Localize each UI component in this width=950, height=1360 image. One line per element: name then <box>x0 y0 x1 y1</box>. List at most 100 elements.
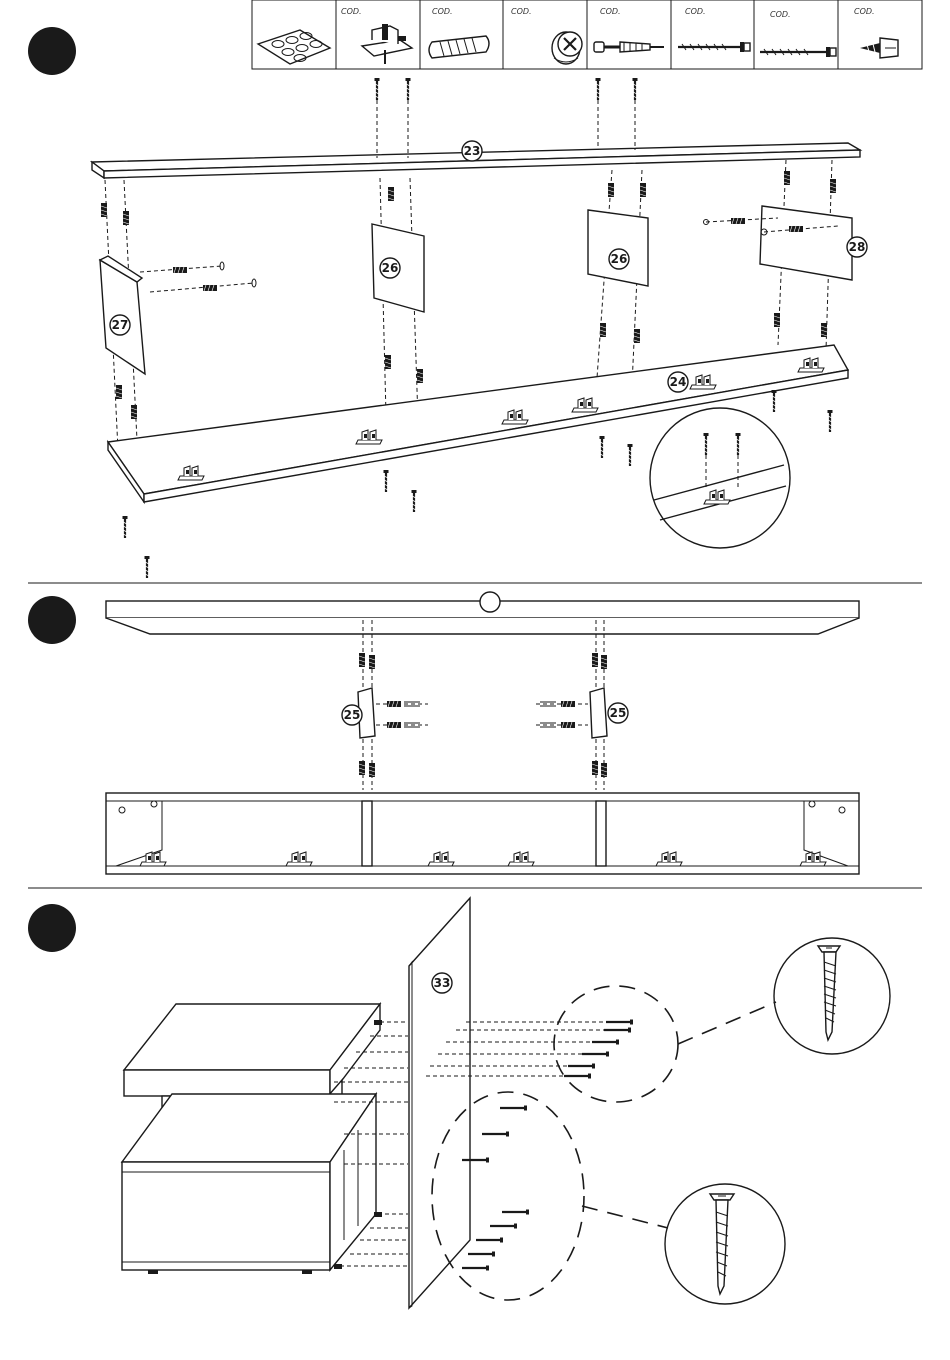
screw-icon <box>704 433 709 455</box>
dowel-icon <box>359 653 365 667</box>
dowel-icon <box>592 653 598 667</box>
divider-panel: 26 <box>372 224 424 312</box>
screw-icon <box>604 1028 631 1033</box>
dowel-icon <box>388 187 394 201</box>
dowel-icon <box>821 323 827 337</box>
cam-lock-icon <box>252 279 256 287</box>
wooden-dowel-icon <box>429 36 489 58</box>
screw-icon <box>592 1040 619 1045</box>
screw-icon <box>736 433 741 455</box>
felt-pads-icon <box>258 30 330 64</box>
connector-block-left: 25 <box>342 688 428 738</box>
screw-icon <box>384 470 389 492</box>
screw-icon <box>540 702 556 727</box>
dowel-icon <box>784 171 790 185</box>
screw-icon <box>404 702 420 727</box>
dowel-icon <box>359 761 365 775</box>
side-panel-left: 27 <box>100 256 145 374</box>
step-2-diagram: 25 25 <box>106 592 859 874</box>
top-panel: 23 <box>92 141 860 178</box>
part-label-24: 24 <box>670 375 687 389</box>
screw-icon <box>828 410 833 432</box>
screw-icon <box>502 1210 529 1215</box>
dowel-icon <box>830 179 836 193</box>
screw-zoom-circle <box>774 938 890 1054</box>
connector-bracket-icon <box>362 24 412 64</box>
screw-icon <box>490 1224 517 1229</box>
part-label-26: 26 <box>611 252 628 266</box>
step-1-diagram: 23 <box>92 78 867 578</box>
part-label-33: 33 <box>434 976 451 990</box>
side-panel-right: 28 <box>760 206 867 280</box>
cam-lock-icon <box>552 32 582 64</box>
detail-zoom-circle <box>650 408 790 548</box>
screw-icon <box>406 78 411 100</box>
dowel-icon <box>173 267 187 273</box>
bottom-panel: 24 <box>108 345 848 502</box>
dowel-icon <box>600 323 606 337</box>
dowel-icon <box>369 655 375 669</box>
screw-icon <box>374 1020 382 1025</box>
dowel-icon <box>592 761 598 775</box>
cabinet-frame <box>106 793 859 874</box>
step-3-diagram: 33 <box>122 898 890 1308</box>
dowel-icon <box>131 405 137 419</box>
screw-icon <box>476 1238 503 1243</box>
dowel-icon <box>387 722 401 728</box>
step-3-marker <box>28 904 76 952</box>
screw-icon <box>564 1074 591 1079</box>
divider-panel: 26 <box>588 210 648 286</box>
long-screw-icon <box>760 47 836 57</box>
cod-label: COD. <box>341 7 362 16</box>
screw-icon <box>606 1020 633 1025</box>
screw-icon <box>568 1064 595 1069</box>
screw-icon <box>374 1212 382 1217</box>
screw-icon <box>772 390 777 412</box>
short-screw-icon <box>860 38 898 58</box>
dowel-icon <box>369 763 375 777</box>
dowel-icon <box>203 285 217 291</box>
dowel-icon <box>101 203 107 217</box>
screw-icon <box>123 516 128 538</box>
screw-icon <box>462 1266 489 1271</box>
screw-icon <box>582 1052 609 1057</box>
part-label-23: 23 <box>464 144 481 158</box>
dowel-icon <box>116 385 122 399</box>
screw-icon <box>600 436 605 458</box>
screw-icon <box>375 78 380 100</box>
connector-block-right: 25 <box>536 688 628 738</box>
dowel-icon <box>608 183 614 197</box>
part-label-25: 25 <box>610 706 627 720</box>
part-label-28: 28 <box>849 240 866 254</box>
back-panel: 33 <box>409 898 470 1308</box>
step-2-marker <box>28 596 76 644</box>
screw-icon <box>145 556 150 578</box>
screw-icon <box>468 1252 495 1257</box>
top-shelf <box>106 592 859 634</box>
dowel-icon <box>789 226 803 232</box>
dowel-icon <box>561 701 575 707</box>
dowel-icon <box>561 722 575 728</box>
screw-icon <box>596 78 601 100</box>
screw-icon <box>628 444 633 466</box>
dowel-icon <box>417 369 423 383</box>
plug-screw-icon <box>594 42 664 52</box>
dowel-icon <box>731 218 745 224</box>
dowel-icon <box>774 313 780 327</box>
screw-icon <box>482 1132 509 1137</box>
part-label-26: 26 <box>382 261 399 275</box>
dowel-icon <box>387 701 401 707</box>
connector-bracket-icon <box>704 490 730 504</box>
dowel-icon <box>601 655 607 669</box>
cod-label: COD. <box>511 7 532 16</box>
dowel-icon <box>634 329 640 343</box>
cod-label: COD. <box>600 7 621 16</box>
screw-zoom-circle <box>665 1184 785 1304</box>
dowel-icon <box>385 355 391 369</box>
cabinet-perspective <box>122 1004 380 1274</box>
part-callout-empty <box>480 592 500 612</box>
dowel-icon <box>640 183 646 197</box>
part-label-27: 27 <box>112 318 129 332</box>
cod-label: COD. <box>432 7 453 16</box>
